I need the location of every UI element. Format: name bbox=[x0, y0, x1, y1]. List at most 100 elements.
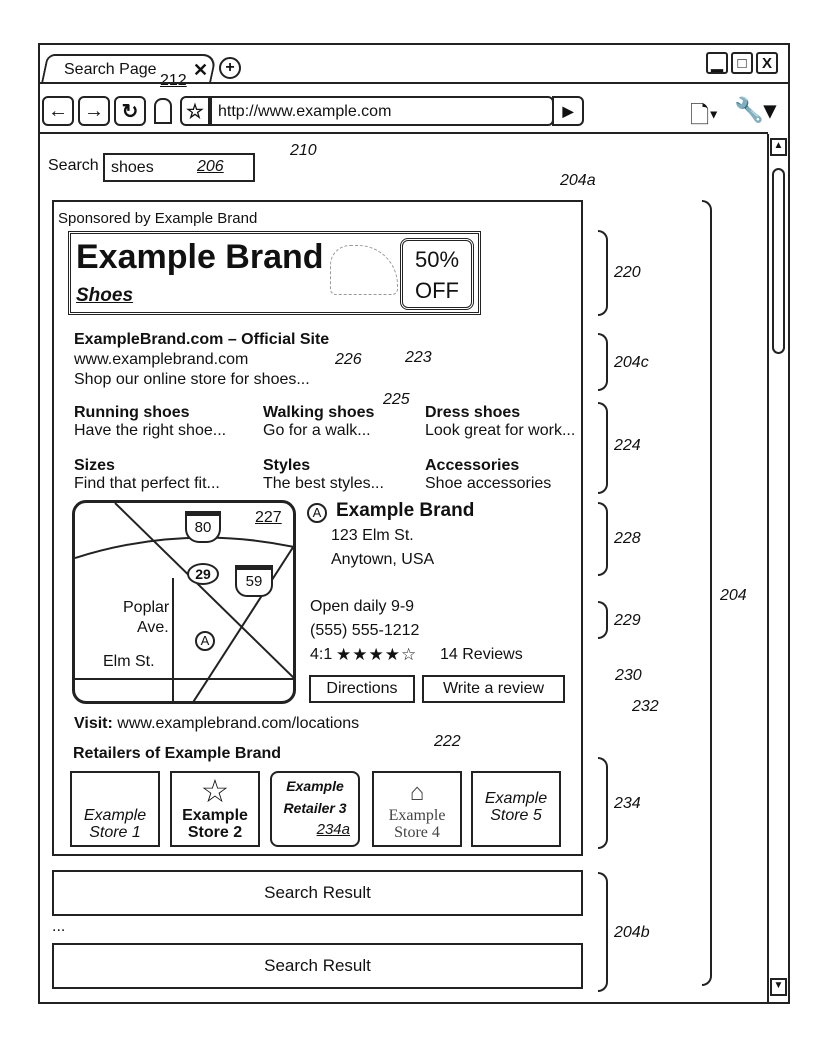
retailer-name: Example bbox=[83, 807, 147, 824]
ref-226: 226 bbox=[335, 351, 362, 368]
reload-button[interactable]: ↻ bbox=[114, 96, 146, 126]
ref-204a: 204a bbox=[560, 172, 596, 189]
sitelink-desc: Look great for work... bbox=[425, 422, 576, 439]
forward-button[interactable]: → bbox=[78, 96, 110, 126]
close-window-button[interactable]: X bbox=[756, 52, 778, 74]
wrench-menu-icon[interactable]: 🔧▾ bbox=[734, 97, 776, 124]
retailer-name: Example bbox=[182, 807, 248, 824]
retailers-heading: Retailers of Example Brand bbox=[73, 745, 282, 762]
visit-url-link[interactable]: www.examplebrand.com/locations bbox=[117, 715, 360, 732]
sitelink-title[interactable]: Styles bbox=[263, 457, 311, 474]
home-icon[interactable] bbox=[154, 98, 172, 124]
brace-234 bbox=[598, 757, 608, 849]
sponsored-label: Sponsored by Example Brand bbox=[58, 210, 258, 227]
route-59-shield: 59 bbox=[235, 565, 273, 597]
scroll-thumb[interactable] bbox=[772, 168, 785, 354]
back-button[interactable]: ← bbox=[42, 96, 74, 126]
ave-label: Ave. bbox=[137, 619, 169, 636]
toolbar-divider bbox=[38, 132, 768, 134]
brand-banner[interactable] bbox=[68, 231, 481, 315]
discount-badge: 50% OFF bbox=[400, 238, 474, 310]
scroll-up-button[interactable]: ▲ bbox=[770, 138, 787, 156]
ref-220: 220 bbox=[614, 264, 641, 281]
listing-url[interactable]: www.examplebrand.com bbox=[74, 351, 249, 368]
page-menu-icon[interactable]: 🗋▾ bbox=[690, 102, 719, 129]
search-label: Search bbox=[48, 157, 99, 174]
new-tab-icon[interactable]: + bbox=[219, 57, 241, 79]
directions-button[interactable]: Directions bbox=[309, 675, 415, 703]
sitelink-title[interactable]: Walking shoes bbox=[263, 404, 375, 421]
go-button[interactable]: ▶ bbox=[552, 96, 584, 126]
visit-label: Visit: bbox=[74, 715, 113, 732]
sitelink-title[interactable]: Accessories bbox=[425, 457, 520, 474]
ref-224: 224 bbox=[614, 437, 641, 454]
brace-204 bbox=[702, 200, 712, 986]
brace-220 bbox=[598, 230, 608, 316]
ref-204: 204 bbox=[720, 587, 747, 604]
brace-224 bbox=[598, 402, 608, 494]
sitelink-title[interactable]: Running shoes bbox=[74, 404, 190, 421]
ref-229: 229 bbox=[614, 612, 641, 629]
retailer-name: Example bbox=[484, 790, 548, 807]
location-name: Example Brand bbox=[336, 500, 475, 521]
scrollbar[interactable]: ▲ ▼ bbox=[767, 134, 788, 1002]
retailer-name: Store 5 bbox=[490, 807, 542, 824]
maximize-button[interactable]: □ bbox=[731, 52, 753, 74]
bookmark-star-icon[interactable]: ☆ bbox=[180, 96, 210, 126]
tab-divider bbox=[38, 82, 790, 84]
highway-80-shield: 80 bbox=[185, 511, 221, 543]
banner-category-link[interactable]: Shoes bbox=[76, 285, 134, 306]
map-marker-a[interactable]: A bbox=[195, 631, 215, 651]
close-tab-icon[interactable]: ✕ bbox=[193, 60, 209, 80]
ref-222: 222 bbox=[434, 733, 461, 750]
route-29-shield: 29 bbox=[187, 563, 219, 585]
sitelink-title[interactable]: Sizes bbox=[74, 457, 115, 474]
retailer-name: Store 2 bbox=[187, 824, 243, 841]
sitelink-title[interactable]: Dress shoes bbox=[425, 404, 521, 421]
search-input[interactable]: shoes 206 bbox=[103, 153, 255, 182]
reviews-link[interactable]: 14 Reviews bbox=[440, 646, 523, 663]
phone[interactable]: (555) 555-1212 bbox=[310, 622, 420, 639]
retailer-name: Example bbox=[388, 807, 446, 824]
browser-window bbox=[38, 43, 790, 1004]
listing-title-link[interactable]: ExampleBrand.com – Official Site bbox=[74, 331, 330, 348]
address-line1: 123 Elm St. bbox=[331, 527, 414, 544]
ref-234: 234 bbox=[614, 795, 641, 812]
ref-232: 232 bbox=[632, 698, 659, 715]
minimize-button[interactable]: ▁ bbox=[706, 52, 728, 74]
ref-204b: 204b bbox=[614, 924, 650, 941]
brace-204b bbox=[598, 872, 608, 992]
elm-label: Elm St. bbox=[103, 653, 155, 670]
search-result[interactable]: Search Result bbox=[52, 943, 583, 989]
sitelink-desc: Shoe accessories bbox=[425, 475, 552, 492]
discount-percent: 50% bbox=[414, 247, 460, 272]
search-result[interactable]: Search Result bbox=[52, 870, 583, 916]
retailer-name: Store 1 bbox=[89, 824, 141, 841]
ref-230: 230 bbox=[615, 667, 642, 684]
scroll-down-button[interactable]: ▼ bbox=[770, 978, 787, 996]
ref-234a: 234a bbox=[316, 821, 350, 838]
retailer-name: Retailer 3 bbox=[283, 800, 347, 816]
write-review-button[interactable]: Write a review bbox=[422, 675, 565, 703]
discount-off: OFF bbox=[415, 278, 459, 303]
location-pin-icon: A bbox=[307, 503, 327, 523]
sitelink-desc: The best styles... bbox=[263, 475, 384, 492]
listing-description: Shop our online store for shoes... bbox=[74, 371, 310, 388]
tab-title: Search Page bbox=[64, 61, 157, 78]
url-input[interactable]: http://www.example.com bbox=[210, 96, 554, 126]
map[interactable]: 80 29 59 227 Poplar Ave. Elm St. A bbox=[72, 500, 296, 704]
poplar-label: Poplar bbox=[123, 599, 170, 616]
sponsored-ad-unit bbox=[52, 200, 583, 856]
retailer-name: Store 4 bbox=[394, 824, 440, 841]
